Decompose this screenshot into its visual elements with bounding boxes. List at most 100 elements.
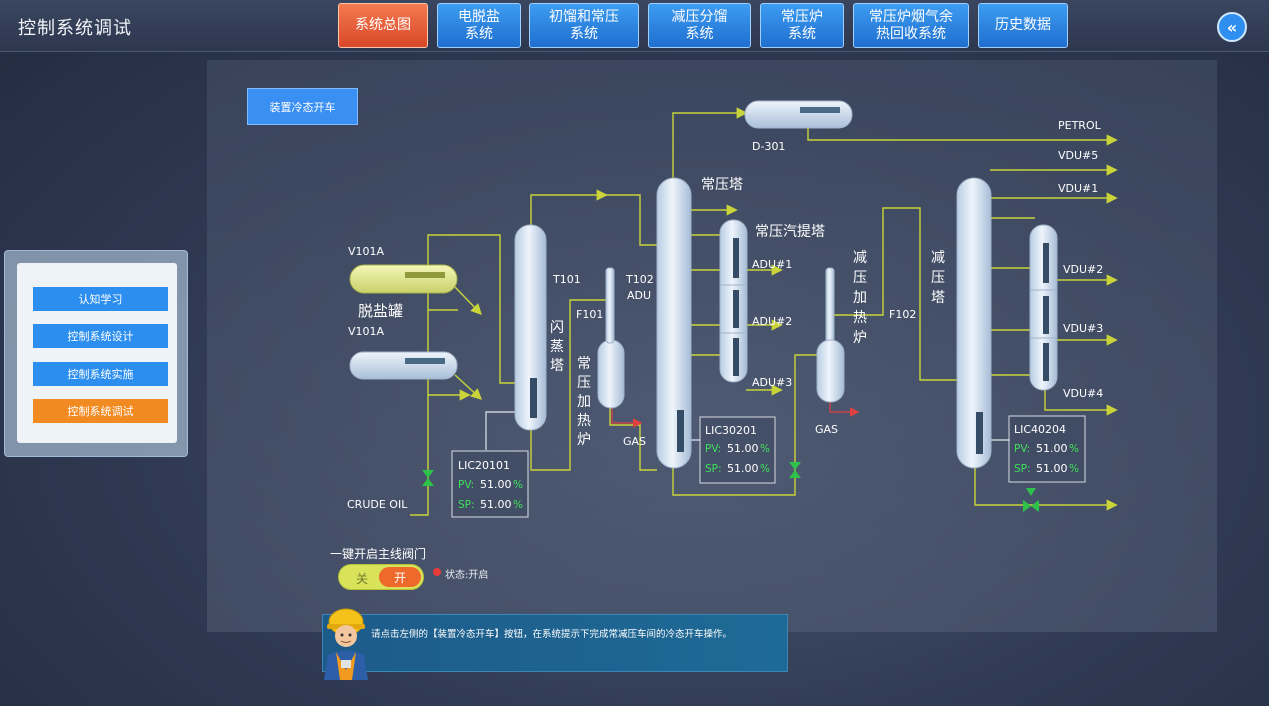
level-gauge-icon xyxy=(1043,296,1049,334)
label-vac-furnace-4: 热 xyxy=(853,310,867,326)
label-f102: F102 xyxy=(889,308,916,321)
label-adu1: ADU#1 xyxy=(752,258,792,271)
level-gauge-icon xyxy=(530,378,537,418)
main-valve-status: 状态:开启 xyxy=(445,570,489,581)
valve-icon[interactable] xyxy=(1026,488,1036,496)
label-v101a-bottom: V101A xyxy=(348,325,385,338)
level-bar-icon xyxy=(800,107,840,113)
label-desalter: 脱盐罐 xyxy=(358,302,403,320)
label-atm-furnace-3: 加 xyxy=(577,394,591,410)
controller-tag: LIC30201 xyxy=(705,424,757,437)
tab-atmospheric-furnace-system[interactable]: 常压炉 系统 xyxy=(760,3,844,48)
main-valve-toggle[interactable]: 关 开 xyxy=(338,564,424,590)
level-bar-icon xyxy=(405,272,445,278)
pv-value: 51.00 xyxy=(480,478,512,491)
valve-icon[interactable] xyxy=(789,462,801,478)
label-vdu5: VDU#5 xyxy=(1058,149,1098,162)
label-atm-furnace-5: 炉 xyxy=(577,432,591,448)
controller-tag: LIC40204 xyxy=(1014,423,1066,436)
label-t102: T102 xyxy=(625,273,654,286)
label-vac-furnace-5: 炉 xyxy=(853,330,867,346)
label-atm-furnace-2: 压 xyxy=(577,375,591,391)
pv-unit: % xyxy=(760,443,770,455)
control-valves xyxy=(422,462,1039,512)
level-bar-icon xyxy=(405,358,445,364)
level-gauge-icon xyxy=(1043,343,1049,381)
main-valve-title: 一键开启主线阀门 xyxy=(330,547,427,561)
worker-avatar-icon xyxy=(324,608,368,680)
label-vac-furnace-1: 减 xyxy=(853,250,867,266)
sp-unit: % xyxy=(513,499,523,511)
sidebar: 认知学习 控制系统设计 控制系统实施 控制系统调试 xyxy=(4,250,188,457)
label-gas-2: GAS xyxy=(815,423,838,436)
sp-label: SP: xyxy=(705,463,722,475)
label-crude-oil: CRUDE OIL xyxy=(347,498,408,511)
valve-icon[interactable] xyxy=(422,470,434,486)
label-vac-tower-2: 压 xyxy=(931,270,945,286)
t101-column xyxy=(514,224,547,431)
hint-text: 请点击左侧的【装置冷态开车】按钮，在系统提示下完成常减压车间的冷态开车操作。 xyxy=(371,629,733,640)
label-t101: T101 xyxy=(552,273,581,286)
sidebar-item-control-debugging[interactable]: 控制系统调试 xyxy=(33,399,168,423)
pv-label: PV: xyxy=(458,479,474,491)
level-gauge-icon xyxy=(733,290,739,328)
sp-unit: % xyxy=(1069,463,1079,475)
cold-start-button[interactable]: 装置冷态开车 xyxy=(247,88,358,125)
label-atmospheric-tower: 常压塔 xyxy=(701,177,743,193)
sp-unit: % xyxy=(760,463,770,475)
status-indicator-icon xyxy=(433,568,441,576)
level-gauge-icon xyxy=(733,338,739,376)
label-atm-furnace-4: 热 xyxy=(577,413,591,429)
level-gauge-icon xyxy=(733,238,739,278)
furnace-stack xyxy=(825,267,835,344)
sidebar-item-cognitive-learning[interactable]: 认知学习 xyxy=(33,287,168,311)
label-gas-1: GAS xyxy=(623,435,646,448)
fuel-gas-lines xyxy=(611,402,860,428)
toggle-on-label: 开 xyxy=(379,567,421,587)
tab-history-data[interactable]: 历史数据 xyxy=(978,3,1068,48)
controller-tag: LIC20101 xyxy=(458,459,510,472)
label-vac-tower-3: 塔 xyxy=(931,290,945,306)
label-vdu1: VDU#1 xyxy=(1058,182,1098,195)
hint-bar: 请点击左侧的【装置冷态开车】按钮，在系统提示下完成常减压车间的冷态开车操作。 xyxy=(322,614,788,672)
sidebar-item-control-implementation[interactable]: 控制系统实施 xyxy=(33,362,168,386)
level-gauge-icon xyxy=(976,412,983,454)
label-atm-furnace-1: 常 xyxy=(577,356,591,372)
pv-label: PV: xyxy=(1014,443,1030,455)
pv-label: PV: xyxy=(705,443,721,455)
desalter-vessel-1 xyxy=(349,264,458,294)
label-vac-furnace-3: 加 xyxy=(853,290,867,306)
f102-furnace xyxy=(816,339,845,403)
label-vac-tower-1: 减 xyxy=(931,250,945,266)
tab-flue-gas-heat-recovery[interactable]: 常压炉烟气余 热回收系统 xyxy=(853,3,969,48)
label-vdu3: VDU#3 xyxy=(1063,322,1103,335)
controller-lic40204[interactable]: LIC40204 PV: 51.00 % SP: 51.00 % xyxy=(1008,415,1086,483)
label-vdu4: VDU#4 xyxy=(1063,387,1103,400)
tab-initial-atmospheric-system[interactable]: 初馏和常压 系统 xyxy=(529,3,639,48)
label-atmospheric-stripper: 常压汽提塔 xyxy=(755,224,825,240)
pv-value: 51.00 xyxy=(727,442,759,455)
controller-lic20101[interactable]: LIC20101 PV: 51.00 % SP: 51.00 % xyxy=(451,450,529,518)
sp-label: SP: xyxy=(1014,463,1031,475)
top-bar: 控制系统调试 系统总图 电脱盐 系统 初馏和常压 系统 减压分馏 系统 常压炉 … xyxy=(0,0,1269,52)
label-flash-tower-2: 蒸 xyxy=(550,339,564,355)
label-f101: F101 xyxy=(576,308,603,321)
controller-lic30201[interactable]: LIC30201 PV: 51.00 % SP: 51.00 % xyxy=(699,416,776,484)
tab-system-overview[interactable]: 系统总图 xyxy=(338,3,428,48)
label-d301: D-301 xyxy=(752,140,785,153)
valve-icon[interactable] xyxy=(1023,500,1039,512)
double-chevron-left-icon[interactable]: « xyxy=(1217,12,1247,42)
label-v101a-top: V101A xyxy=(348,245,385,258)
pv-unit: % xyxy=(1069,443,1079,455)
d301-vessel xyxy=(744,100,853,129)
label-petrol: PETROL xyxy=(1058,119,1102,132)
f101-furnace xyxy=(597,339,625,409)
tab-vacuum-fractionation-system[interactable]: 减压分馏 系统 xyxy=(648,3,751,48)
desalter-vessel-2 xyxy=(349,351,458,380)
label-adu: ADU xyxy=(627,289,651,302)
app-title: 控制系统调试 xyxy=(18,18,132,39)
sidebar-item-control-design[interactable]: 控制系统设计 xyxy=(33,324,168,348)
sp-value: 51.00 xyxy=(480,498,512,511)
tab-desalting-system[interactable]: 电脱盐 系统 xyxy=(437,3,521,48)
label-flash-tower-3: 塔 xyxy=(550,358,564,374)
